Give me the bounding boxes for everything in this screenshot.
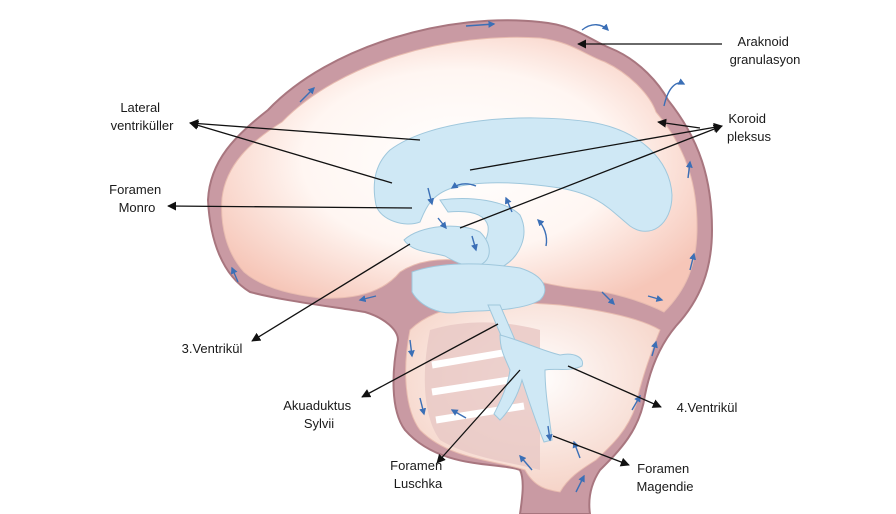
midbrain-ventricle (412, 264, 545, 313)
label-foramen-monro: Foramen Monro (109, 182, 165, 215)
label-foramen-luschka: Foramen Luschka (390, 458, 446, 491)
label-araknoid-granulasyon: Araknoid granulasyon (730, 34, 801, 67)
label-foramen-magendie: Foramen Magendie (636, 461, 693, 494)
label-4-ventrikul: 4.Ventrikül (677, 400, 738, 415)
label-koroid-pleksus: Koroid pleksus (727, 111, 772, 144)
label-lateral-ventrikuller: Lateral ventriküller (111, 100, 175, 133)
label-akuaduktus-sylvii: Akuaduktus Sylvii (283, 398, 355, 431)
label-3-ventrikul: 3.Ventrikül (182, 341, 243, 356)
